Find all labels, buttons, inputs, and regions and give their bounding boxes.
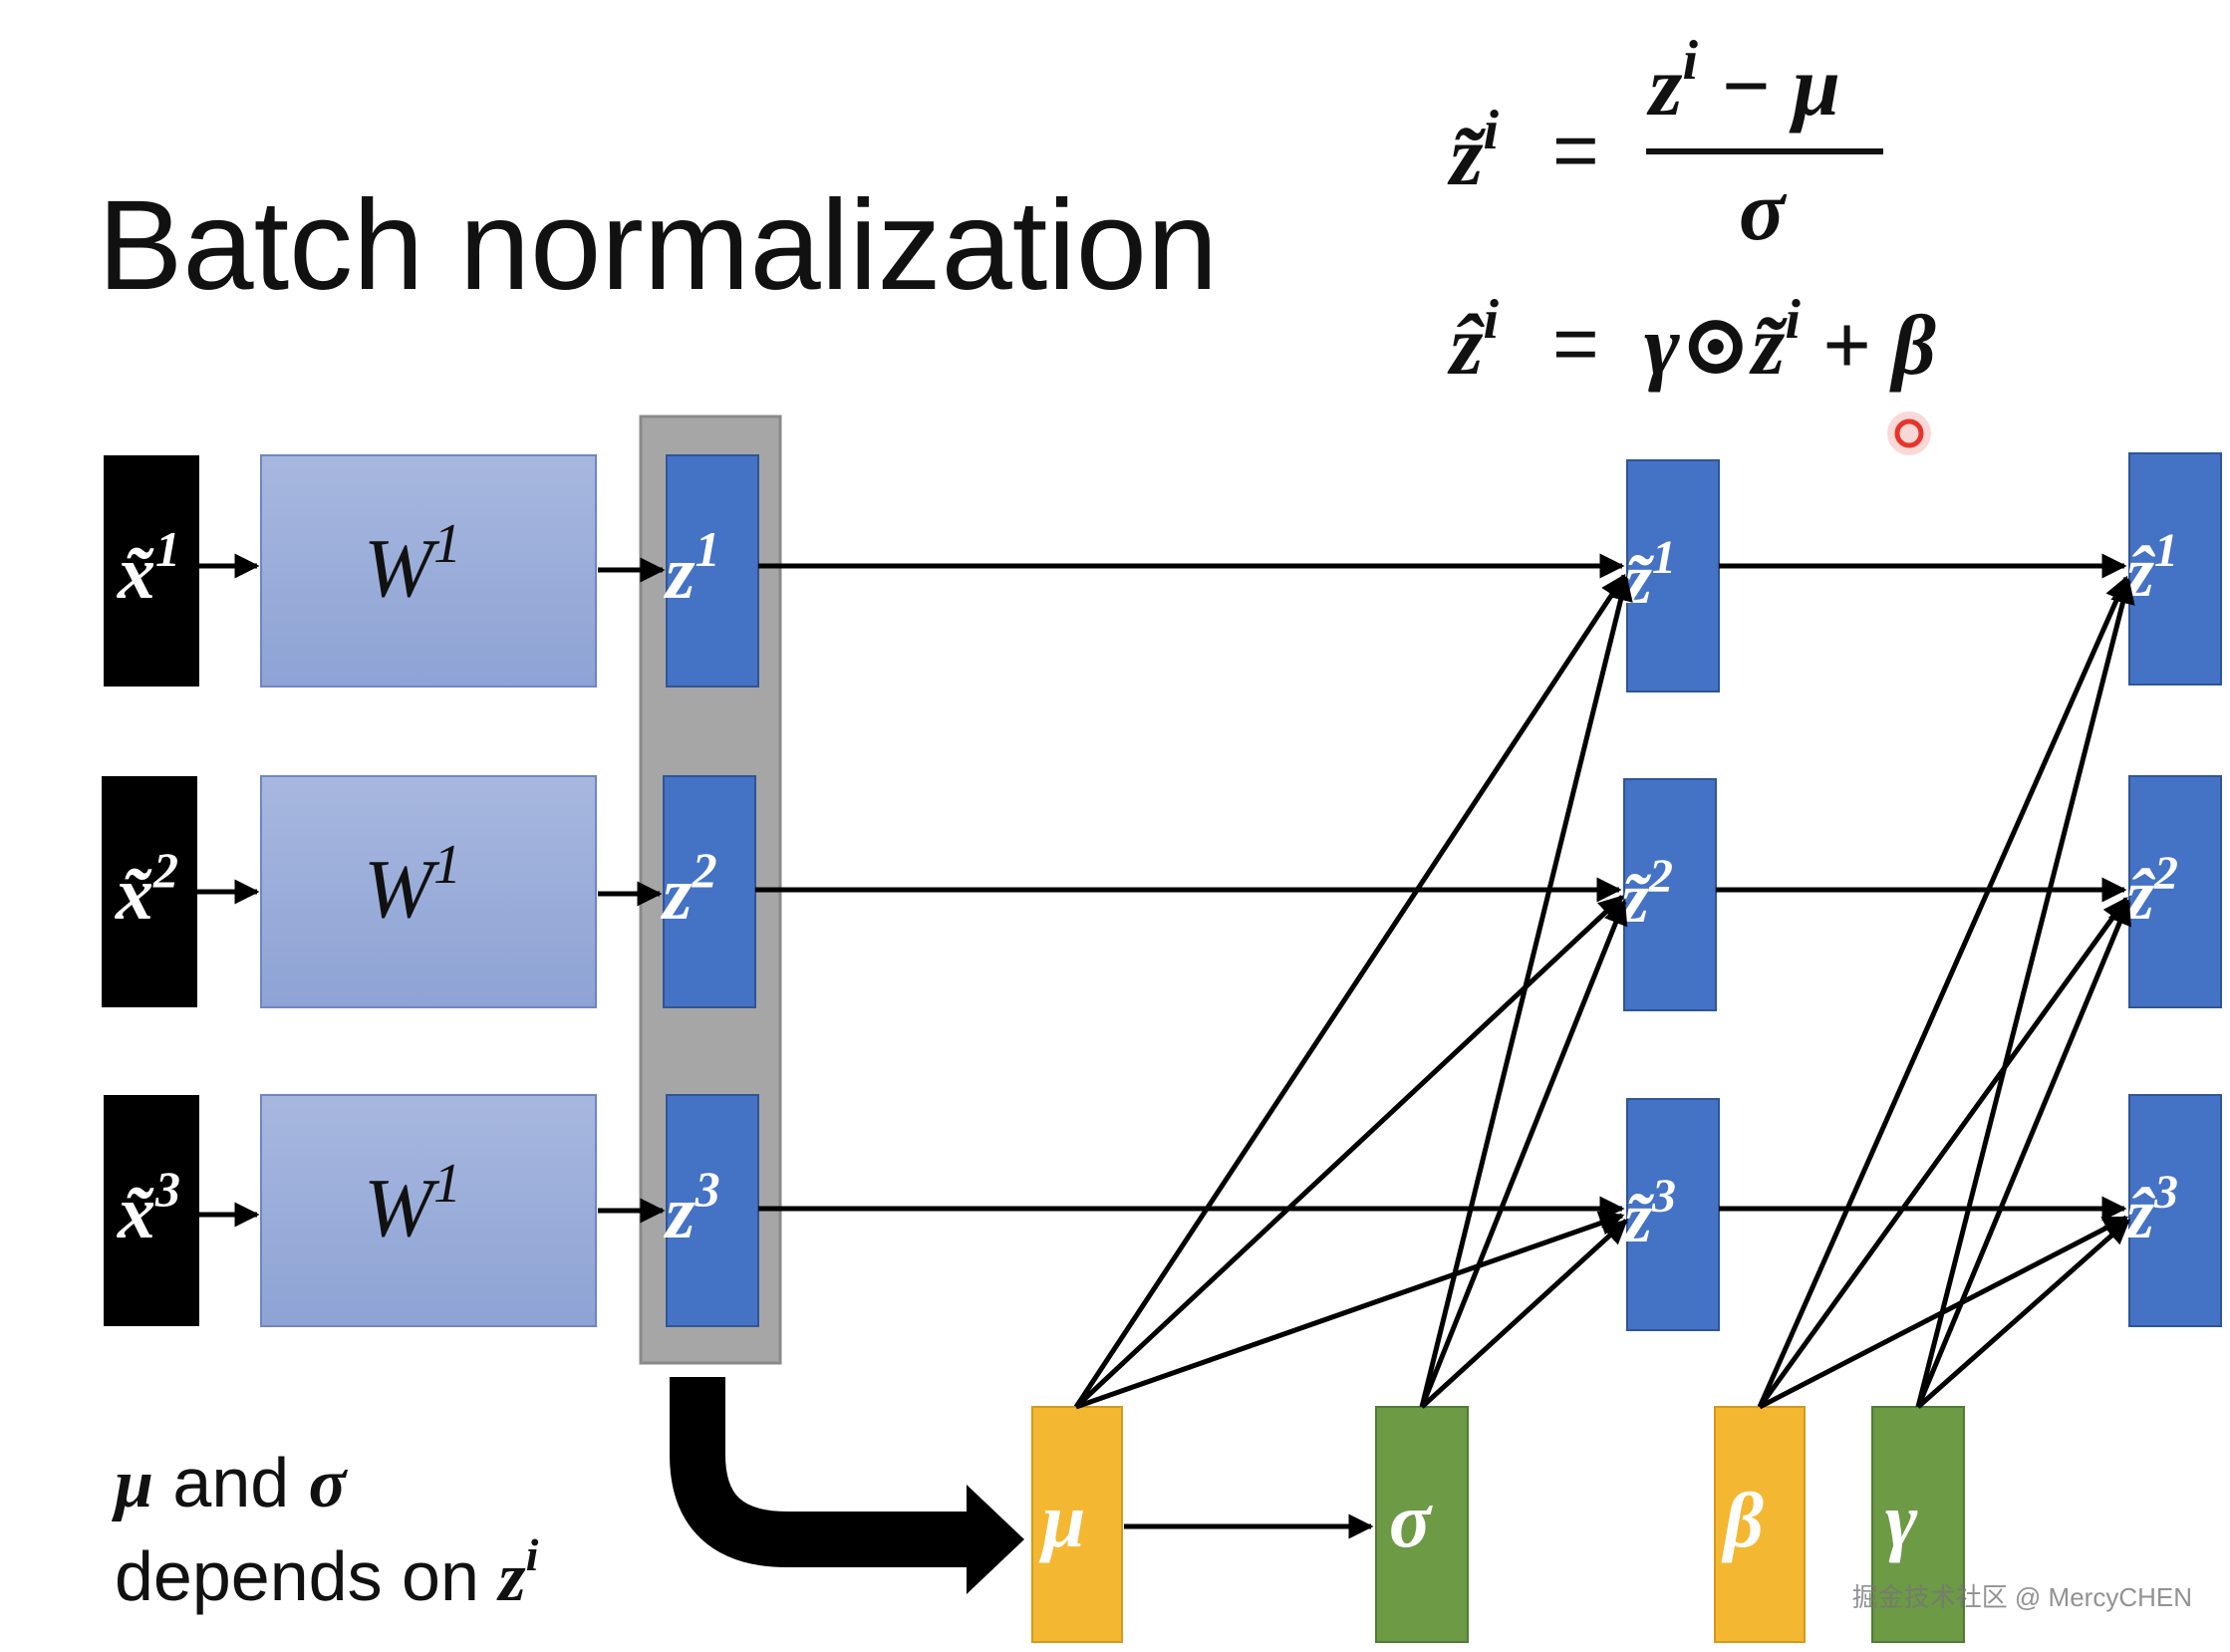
input-1: x̃1 (104, 455, 199, 687)
svg-text:z3: z3 (663, 1161, 720, 1254)
svg-text:z2: z2 (660, 842, 717, 936)
gamma-box: γ (1871, 1406, 1965, 1643)
svg-text:ẑi: ẑi (1447, 289, 1499, 393)
formula-equals-2: = (1552, 299, 1599, 388)
input-arrows (197, 553, 666, 1228)
formula-numerator: zi − μ (1646, 30, 1840, 134)
ztilde-to-zhat-arrows (1716, 553, 2127, 1222)
svg-text:W1: W1 (364, 513, 461, 615)
note-line-1: μ and σ (112, 1444, 349, 1522)
cursor-indicator (1887, 412, 1931, 455)
ztilde-node-2: z̃2 (1618, 778, 1717, 1011)
svg-text:z̃i: z̃i (1447, 100, 1499, 203)
ztilde-node-3: z̃3 (1621, 1098, 1720, 1331)
note-line-2: depends on zi (115, 1529, 539, 1616)
formula-zhat: ẑ (1447, 297, 1485, 393)
svg-text:μ: μ (1038, 1477, 1085, 1563)
svg-text:x̃3: x̃3 (117, 1161, 180, 1254)
watermark: 掘金技术社区 @ MercyCHEN (1852, 1582, 2192, 1612)
svg-text:W1: W1 (364, 1153, 461, 1254)
input-2: x̃2 (102, 776, 197, 1007)
svg-text:W1: W1 (364, 834, 461, 936)
formula-denominator: σ (1739, 162, 1788, 258)
input-3: x̃3 (104, 1095, 199, 1326)
zhat-node-2: ẑ2 (2123, 775, 2222, 1008)
z-node-3: z3 (663, 1094, 759, 1327)
formula-scale-shift: ẑi = γ⊙z̃i + β (1447, 289, 1936, 393)
big-curved-arrow (670, 1377, 1024, 1594)
weight-box-1: W1 (260, 454, 597, 688)
sigma-box: σ (1375, 1406, 1469, 1643)
zhat-node-3: ẑ3 (2123, 1094, 2222, 1327)
svg-text:σ: σ (1389, 1477, 1433, 1563)
formula-equals: = (1552, 106, 1599, 194)
formula-ztilde: z̃ (1447, 108, 1486, 203)
beta-box: β (1714, 1406, 1806, 1643)
zhat-node-1: ẑ1 (2123, 452, 2222, 686)
svg-text:x̃1: x̃1 (117, 521, 180, 615)
svg-text:x̃2: x̃2 (115, 842, 178, 936)
svg-text:γ: γ (1885, 1477, 1918, 1563)
formula-normalize: z̃i = zi − μ σ (1447, 30, 1883, 258)
weight-box-2: W1 (260, 775, 597, 1008)
svg-text:β: β (1721, 1477, 1764, 1563)
page-title: Batch normalization (98, 174, 1218, 317)
formula-rhs: γ⊙z̃i + β (1644, 289, 1936, 393)
z-node-2: z2 (660, 775, 756, 1008)
svg-text:z1: z1 (663, 521, 720, 615)
params-to-zhat-arrows (1757, 575, 2135, 1410)
weight-box-3: W1 (260, 1094, 597, 1327)
mu-box: μ (1031, 1406, 1123, 1643)
ztilde-node-1: z̃1 (1621, 459, 1720, 692)
stats-to-ztilde-arrows (1073, 573, 1633, 1410)
z-to-ztilde-arrows (755, 553, 1625, 1222)
z-node-1: z1 (663, 454, 759, 688)
